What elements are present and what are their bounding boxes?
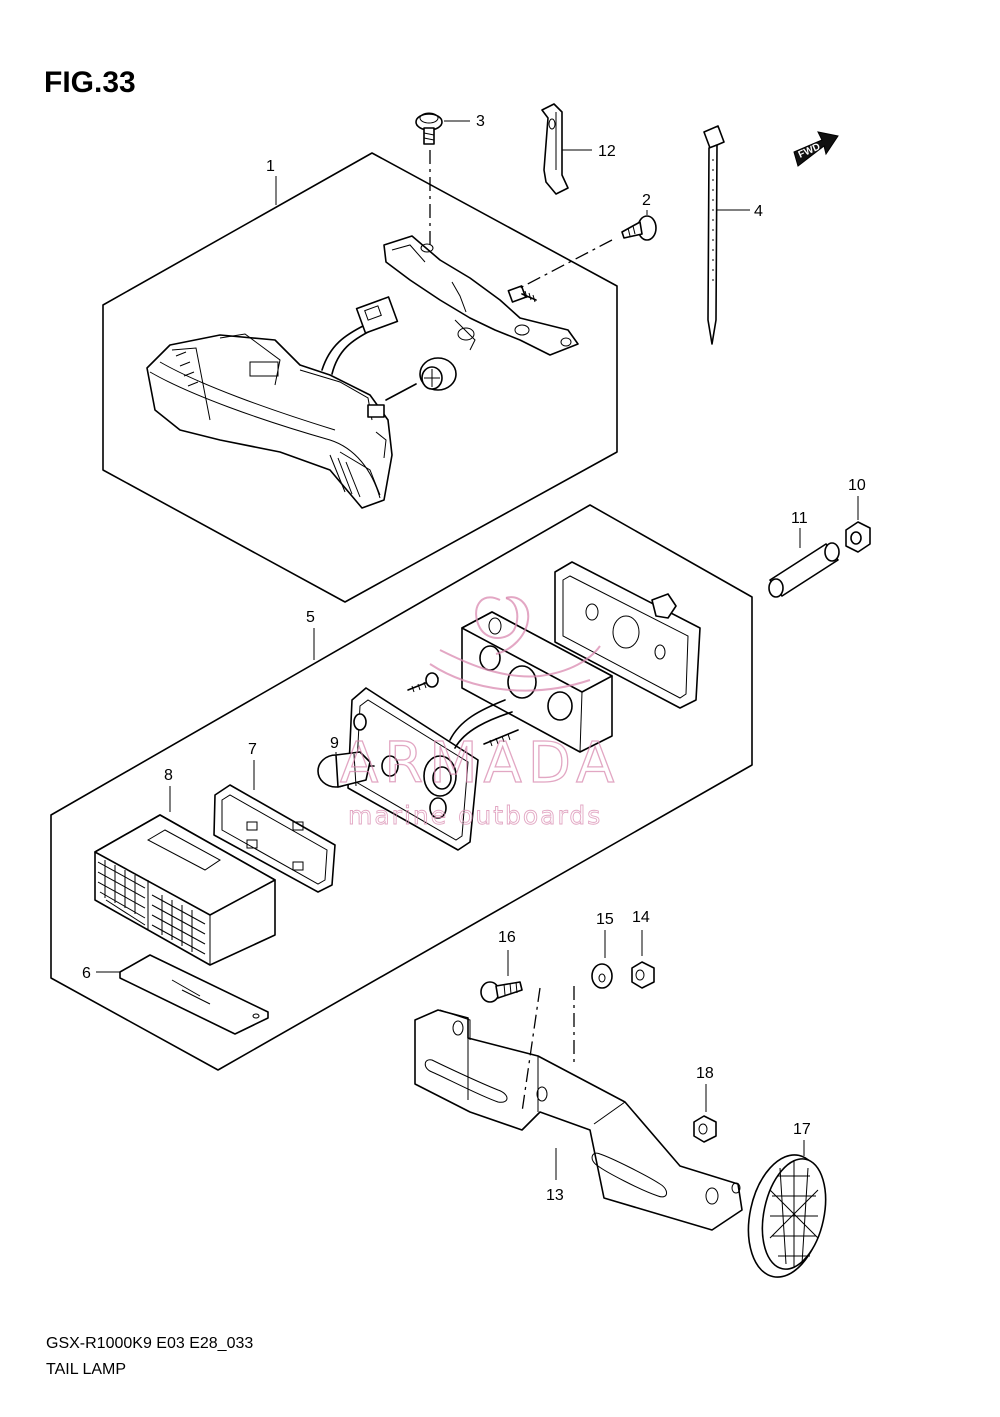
group-box-tail-lamp: [102, 152, 618, 603]
tail-lamp-assembly-group: 1: [102, 150, 618, 603]
watermark-logo-icon: [429, 596, 601, 692]
license-lamp-rear-gasket: [554, 561, 701, 709]
part-9-bulb: 9: [317, 735, 375, 788]
guide-line-2: [519, 239, 613, 289]
callout-4: 4: [754, 203, 763, 220]
watermark: ARMADA marine outboards: [339, 596, 620, 830]
callout-18: 18: [696, 1065, 714, 1082]
watermark-brand: ARMADA: [340, 731, 620, 796]
part-4-cable-tie: 4: [703, 125, 763, 345]
part-16-bolt: 16: [480, 929, 541, 1113]
callout-3: 3: [476, 113, 485, 130]
callout-15: 15: [596, 911, 614, 928]
part-8-lens: 8: [94, 767, 276, 966]
lamp-grommet: [385, 357, 457, 401]
part-18-nut: 18: [693, 1065, 717, 1143]
model-code: GSX-R1000K9 E03 E28_033: [46, 1335, 253, 1352]
license-lamp-screws: [407, 672, 519, 747]
part-10-nut: 10: [845, 477, 871, 553]
callout-6: 6: [82, 965, 91, 982]
part-15-washer: 15: [573, 911, 614, 1066]
part-14-nut: 14: [631, 909, 655, 989]
part-7-gasket: 7: [213, 741, 336, 893]
part-17-reflector: 17: [747, 1121, 827, 1278]
group-box-license-lamp: [50, 504, 753, 1071]
lens-reflector-pattern: [97, 860, 206, 955]
figure-caption: TAIL LAMP: [46, 1361, 126, 1378]
callout-2: 2: [642, 192, 651, 209]
reflector-pattern: [769, 1160, 819, 1268]
tail-lamp-bracket: [383, 235, 579, 356]
callout-14: 14: [632, 909, 650, 926]
callout-16: 16: [498, 929, 516, 946]
callout-9: 9: [330, 735, 339, 752]
part-12-clamp: 12: [541, 103, 616, 195]
watermark-tagline: marine outboards: [348, 801, 602, 830]
bracket-bolt: [507, 285, 537, 303]
part-2-screw: 2: [621, 192, 657, 241]
figure-title: FIG.33: [44, 66, 136, 99]
part-11-collar: 11: [768, 510, 840, 598]
callout-5: 5: [306, 609, 315, 626]
callout-17: 17: [793, 1121, 811, 1138]
part-13-license-bracket: 13: [414, 1009, 743, 1231]
callout-11: 11: [791, 510, 808, 527]
part-6-cover-plate: 6: [82, 954, 269, 1035]
license-lamp-socket-plate: [347, 687, 513, 851]
forward-arrow-icon: FWD: [793, 131, 839, 167]
callout-1: 1: [266, 158, 275, 175]
callout-8: 8: [164, 767, 173, 784]
tail-lamp-housing: [146, 296, 399, 509]
callout-13: 13: [546, 1187, 564, 1204]
callout-7: 7: [248, 741, 257, 758]
license-lamp-assembly-group: 5: [50, 504, 753, 1071]
callout-12: 12: [598, 143, 616, 160]
callout-10: 10: [848, 477, 866, 494]
part-3-screw: 3: [415, 112, 485, 145]
